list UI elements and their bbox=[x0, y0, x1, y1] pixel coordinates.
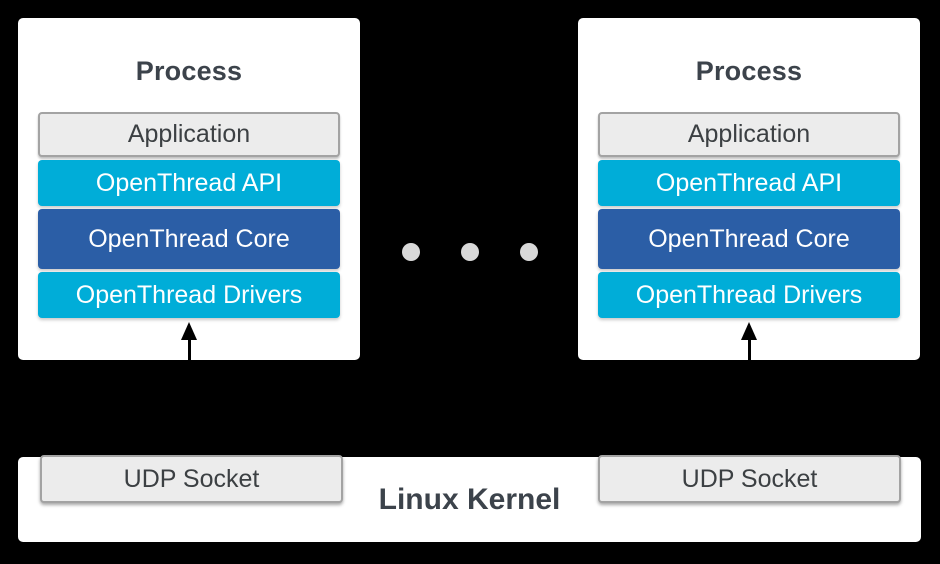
layer-openthread-drivers: OpenThread Drivers bbox=[598, 272, 900, 318]
linux-kernel-panel: Linux Kernel UDP Socket UDP Socket bbox=[18, 455, 921, 542]
up-arrow-icon bbox=[741, 322, 757, 360]
kernel-title: Linux Kernel bbox=[378, 482, 561, 516]
layer-openthread-api: OpenThread API bbox=[38, 160, 340, 206]
up-arrow-icon bbox=[181, 322, 197, 360]
layer-application: Application bbox=[38, 112, 340, 157]
ellipsis-dot bbox=[461, 243, 479, 261]
ellipsis-dot bbox=[402, 243, 420, 261]
layer-openthread-core: OpenThread Core bbox=[598, 209, 900, 269]
ellipsis-dot bbox=[520, 243, 538, 261]
arrow-shaft bbox=[747, 340, 751, 360]
udp-socket-right: UDP Socket bbox=[598, 455, 901, 503]
arrow-shaft bbox=[187, 340, 191, 360]
arrow-head bbox=[181, 322, 197, 340]
layer-openthread-drivers: OpenThread Drivers bbox=[38, 272, 340, 318]
udp-socket-left: UDP Socket bbox=[40, 455, 343, 503]
process-title: Process bbox=[695, 56, 803, 86]
layer-openthread-core: OpenThread Core bbox=[38, 209, 340, 269]
process-panel-right: Process Application OpenThread API OpenT… bbox=[578, 18, 920, 360]
process-title: Process bbox=[135, 56, 243, 86]
layer-openthread-api: OpenThread API bbox=[598, 160, 900, 206]
arrow-head bbox=[741, 322, 757, 340]
process-panel-left: Process Application OpenThread API OpenT… bbox=[18, 18, 360, 360]
layer-application: Application bbox=[598, 112, 900, 157]
